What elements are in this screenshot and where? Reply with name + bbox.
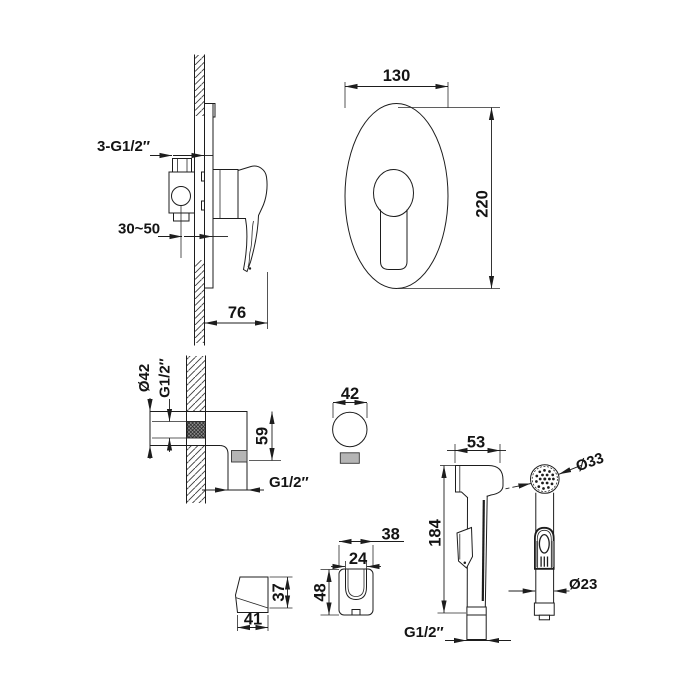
view-mixer-side: 3-G1/2″ 30~50 76 [97,54,268,346]
dim-label-sprayer-length: 184 [427,518,445,546]
handle-stem [380,209,408,270]
wall-hatch-top [186,356,206,411]
dim-label-mixer-protrusion: 76 [228,304,246,322]
outlet-flange-circle [332,411,368,448]
thread-lines [152,421,187,439]
clip-pin-dot [463,561,467,565]
oval-plate [344,103,449,289]
dim-label-elbow-thread: G1/2″ [157,358,174,398]
holder-inner-edge [235,597,269,609]
wall-hatch-bottom [186,446,206,503]
holder-cup-outline [338,568,374,616]
dim-label-outlet-width: 42 [341,385,359,403]
dim-label-elbow-drop: 59 [254,427,272,445]
outlet-insert [231,450,248,463]
view-elbow-side: Ø42 G1/2″ 59 G1/2″ [136,355,309,504]
view-sprayer-front: Ø33 Ø23 [505,450,606,621]
spray-nozzle-dots [535,469,555,490]
hanging-clip [456,526,474,569]
dim-label-elbow-flange: Ø42 [136,364,153,392]
mixer-lever-handle [237,165,268,273]
spray-face-serration [531,465,558,492]
view-plate-front: 130 220 [344,67,500,289]
holder-u-slot-inner [347,569,365,597]
mixer-body-boss [171,186,191,206]
mixer-top-port [172,158,192,173]
front-connector-nub [538,614,550,621]
inlet-connector [466,606,487,640]
view-outlet-front: 42 [332,385,368,464]
dim-label-mixer-depth: 30~50 [118,221,160,238]
dim-label-plate-height: 220 [474,190,492,218]
dim-label-mixer-ports: 3-G1/2″ [97,138,150,155]
elbow-body [149,411,248,490]
holder-side-outline [234,576,269,613]
dim-label-sprayer-grip: Ø23 [569,576,597,593]
handle-edge-right [484,495,488,608]
handle-knob [373,169,414,217]
holder-u-slot [345,568,367,601]
button-oval [538,533,550,554]
view-holder-front: 38 24 48 [312,526,404,616]
sprayer-head-outline [455,465,504,497]
leader-dash [505,486,517,490]
dim-label-sprayer-thread: G1/2″ [404,624,444,641]
dim-label-elbow-outlet: G1/2″ [269,474,309,491]
dim-label-plate-width: 130 [383,67,411,85]
holder-clip [351,609,361,616]
dim-label-cup-outer: 38 [382,526,400,544]
wall-hatch-top [194,55,205,116]
view-holder-side: 37 41 [234,576,293,631]
button-vents [540,556,549,567]
dim-label-sprayer-face: Ø33 [574,450,606,476]
outlet-nipple [339,452,360,464]
plate-mount-tick-upper [201,171,205,182]
dim-label-cup-height: 48 [312,583,330,601]
wall-hatch-bottom [194,260,205,343]
plate-mount-tick-lower [201,200,205,211]
thread-sleeve-hatch [187,421,206,438]
dim-label-sprayer-head: 53 [467,434,485,452]
dim-label-holder-depth: 37 [270,583,288,601]
trim-housing [212,169,239,219]
front-handle-cap [533,602,555,616]
dim-label-cup-inner: 24 [349,550,368,568]
dim-label-holder-width: 41 [244,611,262,629]
view-sprayer-side: 53 184 G1/2″ [404,434,511,644]
spray-face-outer [530,464,560,494]
lever-contour-line [247,220,254,268]
handle-shade-stripe [481,499,485,602]
lever-tip-dot [248,267,252,270]
escutcheon-plate-side [204,103,214,289]
